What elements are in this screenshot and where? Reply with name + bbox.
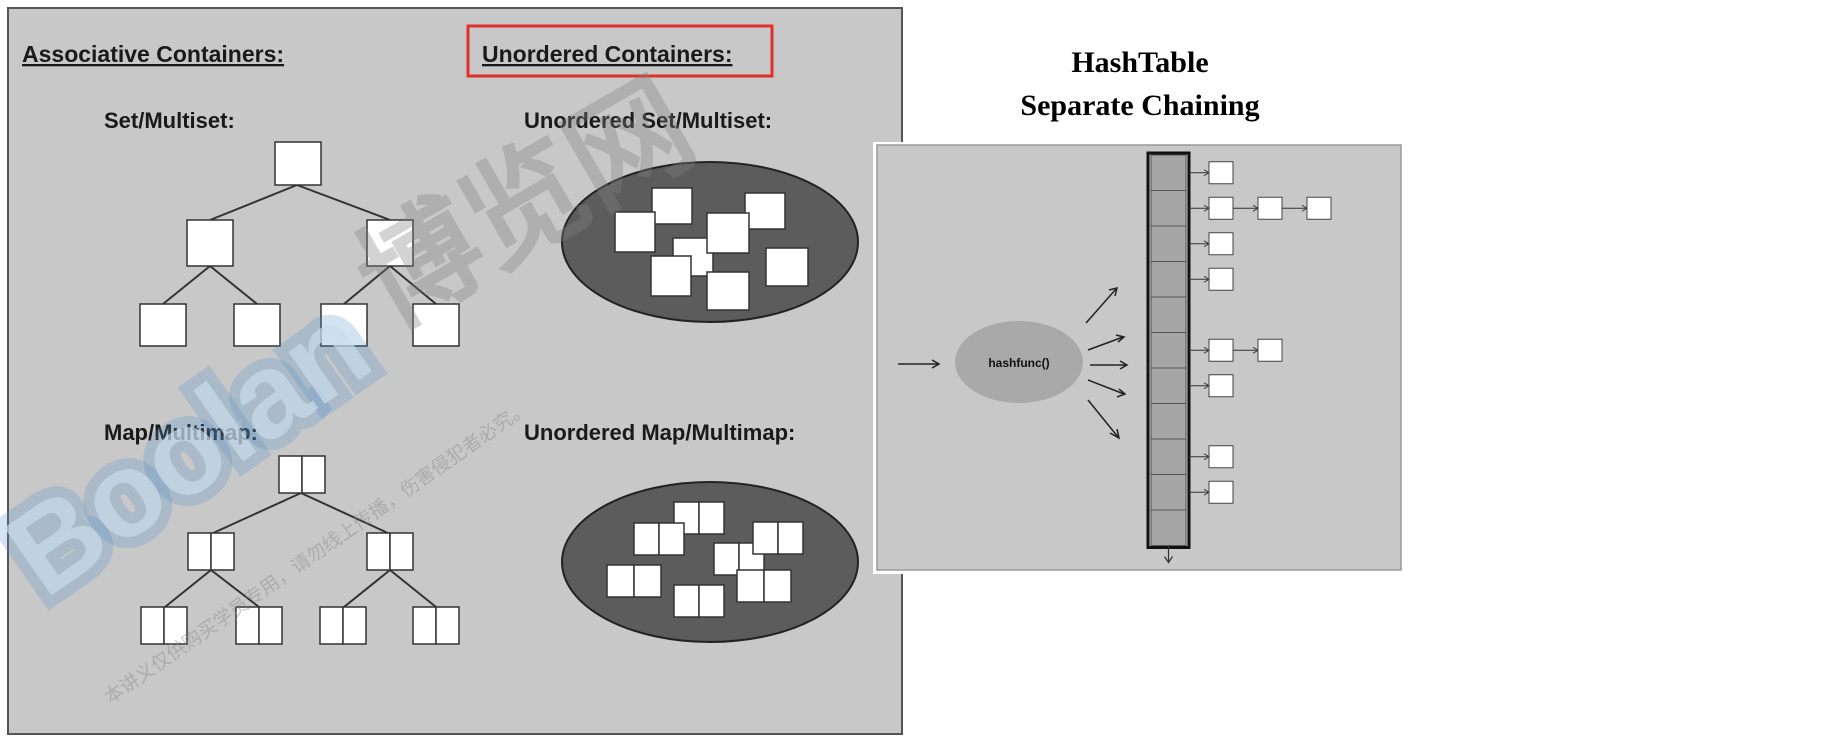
map-element — [752, 521, 804, 555]
map-node — [278, 455, 326, 494]
map-node — [366, 532, 414, 571]
hashtable-panel: hashfunc() — [873, 142, 1403, 574]
bucket-cell — [1150, 332, 1187, 369]
chain-node — [1208, 232, 1234, 256]
chain-node — [1306, 196, 1332, 220]
map-element — [736, 569, 792, 603]
separate-chaining-title: Separate Chaining — [1020, 89, 1259, 122]
bucket-cell — [1150, 296, 1187, 333]
map-multimap-label: Map/Multimap: — [104, 420, 258, 445]
unordered-map-multimap-label: Unordered Map/Multimap: — [524, 420, 795, 445]
tree-edge — [209, 265, 258, 305]
map-node — [140, 606, 188, 645]
chain-node — [1208, 374, 1234, 398]
tree-edge — [389, 265, 437, 305]
unordered-set-multiset-label: Unordered Set/Multiset: — [524, 108, 772, 133]
chain-node — [1208, 480, 1234, 504]
set-element — [651, 187, 693, 225]
map-element — [633, 522, 685, 556]
unordered-map-bag — [561, 481, 859, 643]
bucket-chains — [1189, 161, 1332, 504]
tree-node — [233, 303, 281, 347]
map-node — [319, 606, 367, 645]
bucket-cell — [1150, 261, 1187, 298]
associative-containers-heading: Associative Containers: — [22, 41, 284, 67]
map-node — [412, 606, 460, 645]
unordered-containers-heading: Unordered Containers: — [482, 41, 732, 67]
tree-edge — [164, 569, 212, 608]
bucket-cell — [1150, 509, 1187, 546]
chain-node — [1257, 196, 1283, 220]
hash-function-label: hashfunc() — [988, 356, 1049, 370]
tree-edge — [389, 569, 437, 608]
containers-panel: Associative Containers: Unordered Contai… — [7, 7, 903, 735]
tree-edge — [209, 184, 298, 221]
hash-output-arrows — [1085, 286, 1129, 440]
bucket-cell — [1150, 225, 1187, 262]
tree-edge — [210, 569, 260, 608]
set-multiset-label: Set/Multiset: — [104, 108, 235, 133]
bucket-cell — [1150, 474, 1187, 511]
set-element — [650, 255, 692, 297]
set-element — [706, 271, 750, 311]
chain-node — [1257, 338, 1283, 362]
set-element — [744, 192, 786, 230]
tree-node — [274, 141, 322, 186]
tree-edge — [300, 492, 391, 535]
tree-edge — [343, 265, 391, 305]
tree-edge — [296, 184, 391, 221]
unordered-highlight-box — [466, 24, 774, 78]
tree-edge — [162, 265, 211, 305]
tree-node — [320, 303, 368, 347]
tree-node — [139, 303, 187, 347]
chain-node — [1208, 445, 1234, 469]
set-element — [706, 212, 750, 254]
bucket-cell — [1150, 403, 1187, 440]
map-tree — [140, 455, 460, 645]
tree-node — [366, 219, 414, 267]
chain-node — [1208, 338, 1234, 362]
set-element — [614, 211, 656, 253]
chain-node — [1208, 196, 1234, 220]
set-element — [765, 247, 809, 287]
map-element — [673, 584, 725, 618]
map-element — [673, 501, 725, 535]
tree-edge — [210, 492, 302, 535]
chain-node — [1208, 267, 1234, 291]
bucket-cell — [1150, 190, 1187, 227]
tree-edge — [343, 569, 391, 608]
map-node — [187, 532, 235, 571]
map-node — [235, 606, 283, 645]
hash-function-ellipse — [955, 321, 1083, 403]
chain-node — [1208, 161, 1234, 185]
hashtable-title: HashTable — [1071, 46, 1208, 79]
set-tree — [139, 141, 460, 347]
bucket-cell — [1150, 438, 1187, 475]
unordered-set-bag — [561, 161, 859, 323]
bucket-cell — [1150, 154, 1187, 191]
tree-node — [186, 219, 234, 267]
map-element — [606, 564, 662, 598]
bucket-cell — [1150, 367, 1187, 404]
bucket-array — [1146, 151, 1191, 564]
tree-node — [412, 303, 460, 347]
